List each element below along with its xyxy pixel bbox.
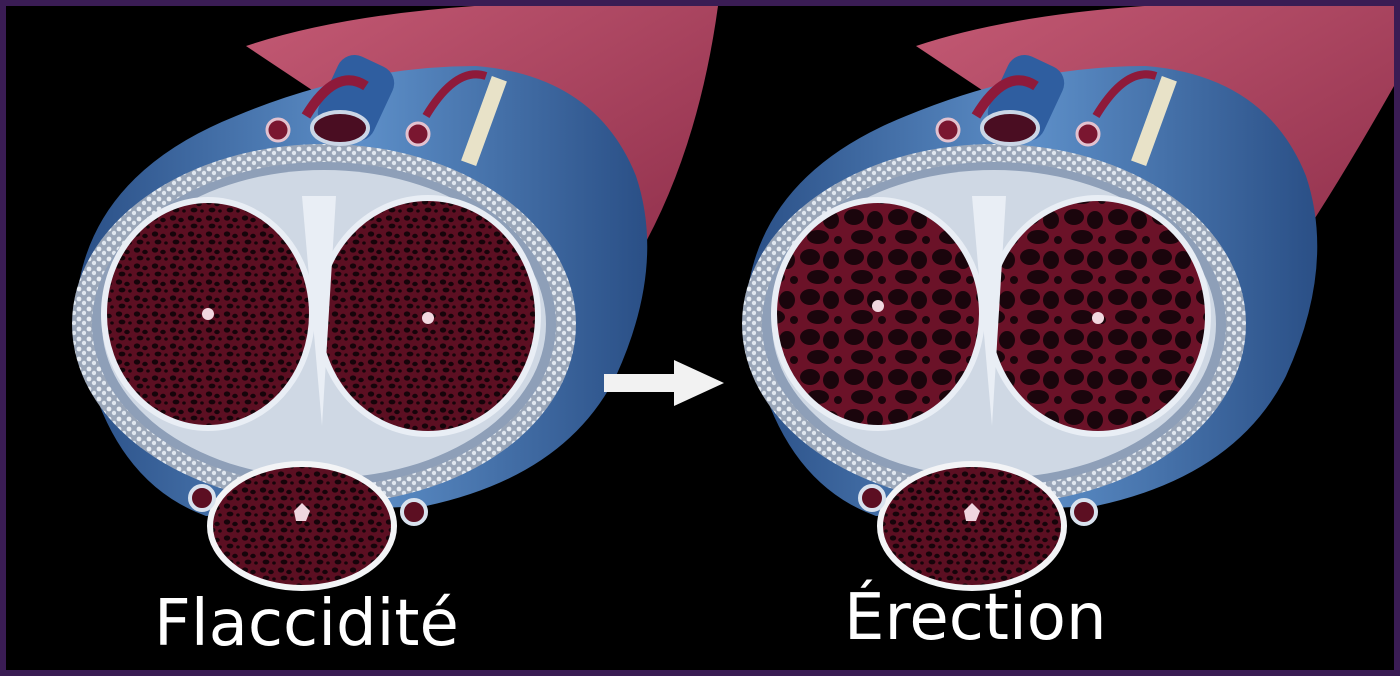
illustration-panel: Flaccidité Érection [6, 6, 1394, 670]
erect-cross-section [742, 6, 1394, 588]
transition-arrow-icon [604, 360, 724, 406]
corpus-spongiosum-erect [880, 464, 1064, 588]
flaccid-cross-section [72, 6, 718, 588]
dorsal-artery-left [267, 119, 289, 141]
corpus-cavernosum-left-erect [774, 200, 982, 428]
dorsal-artery-right [407, 123, 429, 145]
corpus-spongiosum [210, 464, 394, 588]
erection-label: Érection [844, 586, 1107, 650]
flaccid-label: Flaccidité [154, 592, 459, 656]
cross-section-diagram [6, 6, 1394, 670]
